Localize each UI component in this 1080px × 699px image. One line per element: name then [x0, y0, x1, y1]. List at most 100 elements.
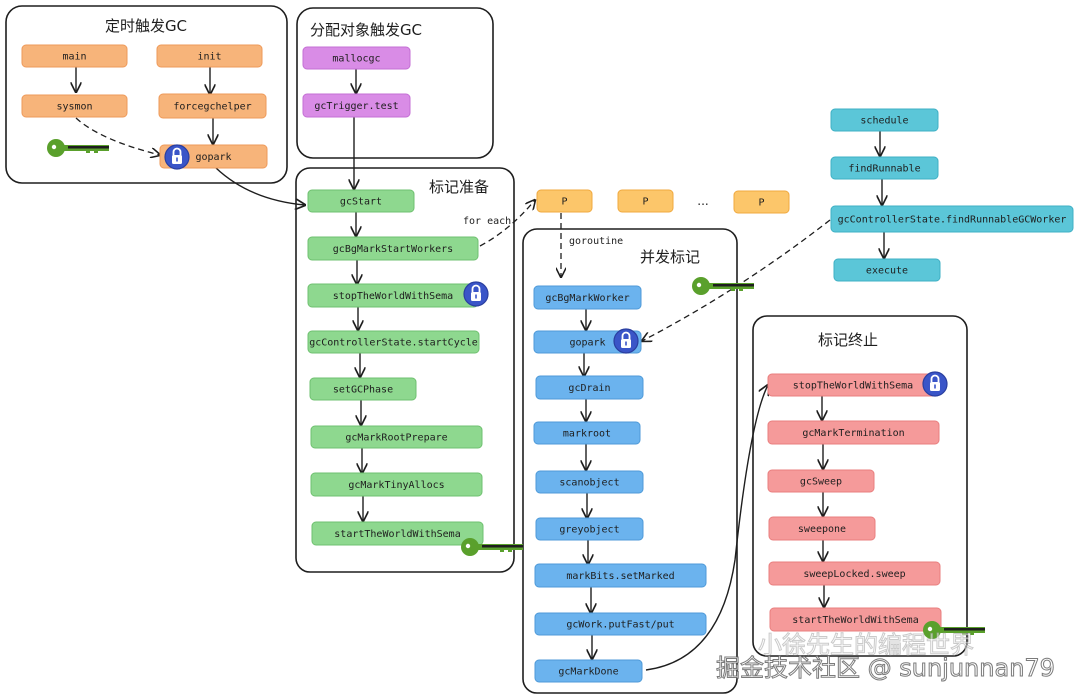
node-label: P	[561, 197, 567, 208]
node-box	[21, 94, 128, 118]
node-label: gcWork.putFast/put	[566, 620, 674, 631]
node-gcmarkrootprepare: gcMarkRootPrepare	[310, 425, 483, 449]
node-label: gcTrigger.test	[314, 101, 398, 112]
node-label: execute	[866, 266, 908, 277]
watermark-author: 小徐先生的编程世界	[758, 631, 975, 660]
node-gcstart: gcStart	[307, 189, 415, 213]
node-box	[830, 205, 1074, 233]
node-starttheworld-term: startTheWorldWithSema	[769, 607, 942, 632]
node-label: markBits.setMarked	[566, 571, 674, 582]
lock-icon	[922, 371, 948, 397]
node-gcbgmarkworker: gcBgMarkWorker	[533, 285, 642, 310]
node-label: gcSweep	[800, 477, 842, 488]
node-sysmon: sysmon	[21, 94, 128, 118]
node-mallocgc: mallocgc	[302, 46, 411, 70]
node-gcmarktinyallocs: gcMarkTinyAllocs	[310, 472, 483, 497]
node-box	[311, 521, 484, 546]
node-label: gopark	[195, 152, 231, 163]
node-label: gcStart	[340, 197, 382, 208]
node-box	[833, 258, 941, 282]
node-label: P	[758, 198, 764, 209]
node-sweeplocked-sweep: sweepLocked.sweep	[768, 561, 941, 586]
node-box	[302, 93, 411, 118]
node-label: gopark	[569, 338, 605, 349]
nodes: main sysmon init forcegchelper gopark mallocg…	[21, 44, 1074, 683]
node-label: sweepone	[798, 524, 846, 535]
node-label: sweepLocked.sweep	[803, 569, 905, 580]
node-label: gcControllerState.startCycle	[309, 338, 478, 349]
node-box	[534, 612, 707, 636]
group-mark-prepare: 标记准备	[295, 167, 515, 573]
node-label: gcDrain	[568, 383, 610, 394]
group-title-terminate: 标记终止	[818, 331, 878, 349]
node-box	[307, 330, 480, 354]
group-title-alloc: 分配对象触发GC	[310, 21, 422, 39]
node-label: gcMarkRootPrepare	[345, 433, 447, 444]
node-p1: P	[536, 189, 593, 213]
node-box	[310, 472, 483, 497]
node-label: gcMarkTermination	[802, 428, 904, 439]
node-box	[733, 190, 790, 214]
node-box	[767, 469, 875, 493]
node-box	[768, 516, 876, 541]
node-label: gcBgMarkStartWorkers	[333, 244, 453, 255]
node-markbits-setmarked: markBits.setMarked	[534, 563, 707, 588]
node-findrunnablegcworker: gcControllerState.findRunnableGCWorker	[830, 205, 1074, 233]
node-stoptheworld-prepare: stopTheWorldWithSema	[307, 283, 479, 308]
node-label: P	[642, 197, 648, 208]
node-label: gcControllerState.findRunnableGCWorker	[838, 215, 1067, 226]
node-gctrigger-test: gcTrigger.test	[302, 93, 411, 118]
node-box	[21, 44, 128, 68]
node-scanobject: scanobject	[535, 470, 644, 494]
node-box	[536, 189, 593, 213]
node-box	[309, 377, 417, 401]
node-init: init	[156, 44, 263, 68]
edge-gopark-gcstart	[215, 167, 305, 205]
node-box	[767, 420, 940, 445]
node-label: mallocgc	[332, 54, 380, 65]
node-box	[534, 563, 707, 588]
node-gcmarktermination: gcMarkTermination	[767, 420, 940, 445]
node-box	[302, 46, 411, 70]
node-box	[307, 236, 479, 261]
node-label: schedule	[860, 116, 908, 127]
node-gcwork-putfast: gcWork.putFast/put	[534, 612, 707, 636]
p-ellipsis: ...	[697, 194, 708, 208]
node-box	[769, 607, 942, 632]
node-box	[535, 375, 644, 400]
node-label: findRunnable	[848, 164, 920, 175]
watermark-site: 掘金技术社区 @ sunjunnan79	[716, 654, 1056, 683]
node-label: main	[62, 52, 86, 63]
node-gcmarkdone: gcMarkDone	[534, 659, 643, 683]
node-box	[617, 189, 674, 213]
node-box	[156, 44, 263, 68]
group-title-timer: 定时触发GC	[105, 17, 187, 35]
node-execute: execute	[833, 258, 941, 282]
node-findrunnable: findRunnable	[830, 156, 939, 180]
node-label: gcMarkTinyAllocs	[348, 480, 444, 491]
node-box	[158, 93, 267, 119]
node-label: gcMarkDone	[558, 667, 618, 678]
lock-icon	[164, 144, 190, 170]
group-title-concurrent: 并发标记	[640, 248, 700, 266]
node-starttheworld-prepare: startTheWorldWithSema	[311, 521, 484, 546]
node-forcegchelper: forcegchelper	[158, 93, 267, 119]
node-label: forcegchelper	[173, 102, 251, 113]
group-alloc-gc: 分配对象触发GC	[296, 7, 494, 159]
node-label: gcBgMarkWorker	[545, 293, 629, 304]
node-greyobject: greyobject	[535, 517, 644, 541]
node-startcycle: gcControllerState.startCycle	[307, 330, 480, 354]
lock-icon	[463, 281, 489, 307]
node-label: scanobject	[559, 478, 619, 489]
node-gcdrain: gcDrain	[535, 375, 644, 400]
node-box	[307, 189, 415, 213]
node-box	[535, 517, 644, 541]
label-for-each: for each	[463, 216, 511, 227]
node-box	[310, 425, 483, 449]
node-sweepone: sweepone	[768, 516, 876, 541]
lock-icon	[613, 328, 639, 354]
edge-for-each	[479, 200, 535, 247]
node-box	[533, 421, 641, 445]
node-label: greyobject	[559, 525, 619, 536]
